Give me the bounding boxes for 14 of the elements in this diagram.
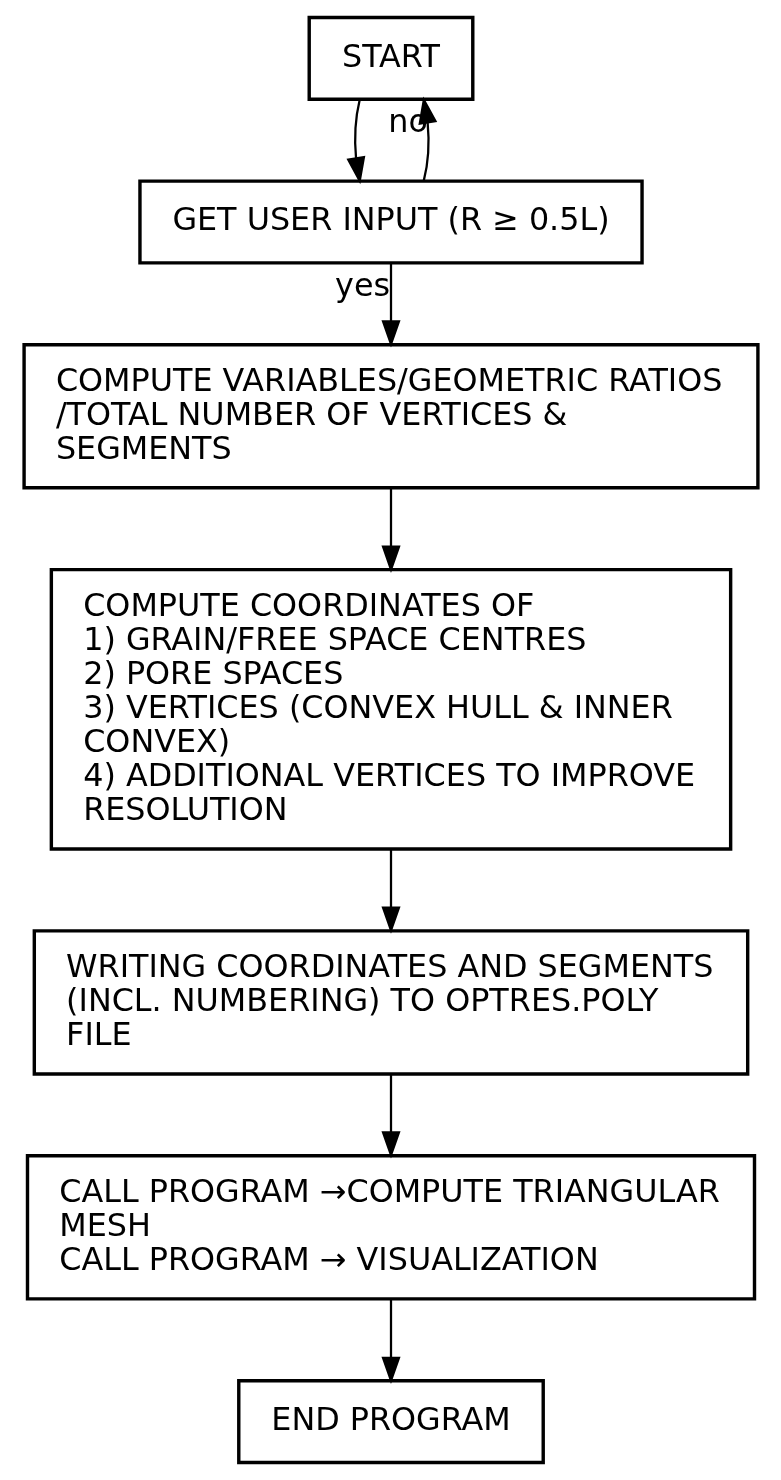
arrow [380, 488, 401, 573]
node-box: END PROGRAM [236, 1378, 545, 1465]
edge-label: yes [334, 265, 390, 303]
arrow [345, 99, 365, 185]
node-box: COMPUTE VARIABLES/GEOMETRIC RATIOS /TOTAL NUMBER OF VERTICES & SEGMENTS [21, 343, 760, 490]
node-box: START [307, 15, 474, 102]
node-box: COMPUTE COORDINATES OF 1) GRAIN/FREE SPACE CENTRES 2) PORE SPACES 3) VERTICES (CONVEX HULL & INNER CONVEX) 4) ADDITIONAL VERTICES TO IMPROVE RESOLUTION [49, 567, 732, 851]
arrow [380, 849, 401, 934]
arrow [380, 263, 401, 348]
arrow [380, 1074, 401, 1159]
node-box: WRITING COORDINATES AND SEGMENTS (INCL. NUMBERING) TO OPTRES.POLY FILE [32, 929, 749, 1076]
node-box: GET USER INPUT (R ≥ 0.5L) [137, 179, 644, 265]
arrow [380, 1299, 401, 1385]
node-box: CALL PROGRAM →COMPUTE TRIANGULAR MESH CALL PROGRAM → VISUALIZATION [25, 1154, 756, 1301]
